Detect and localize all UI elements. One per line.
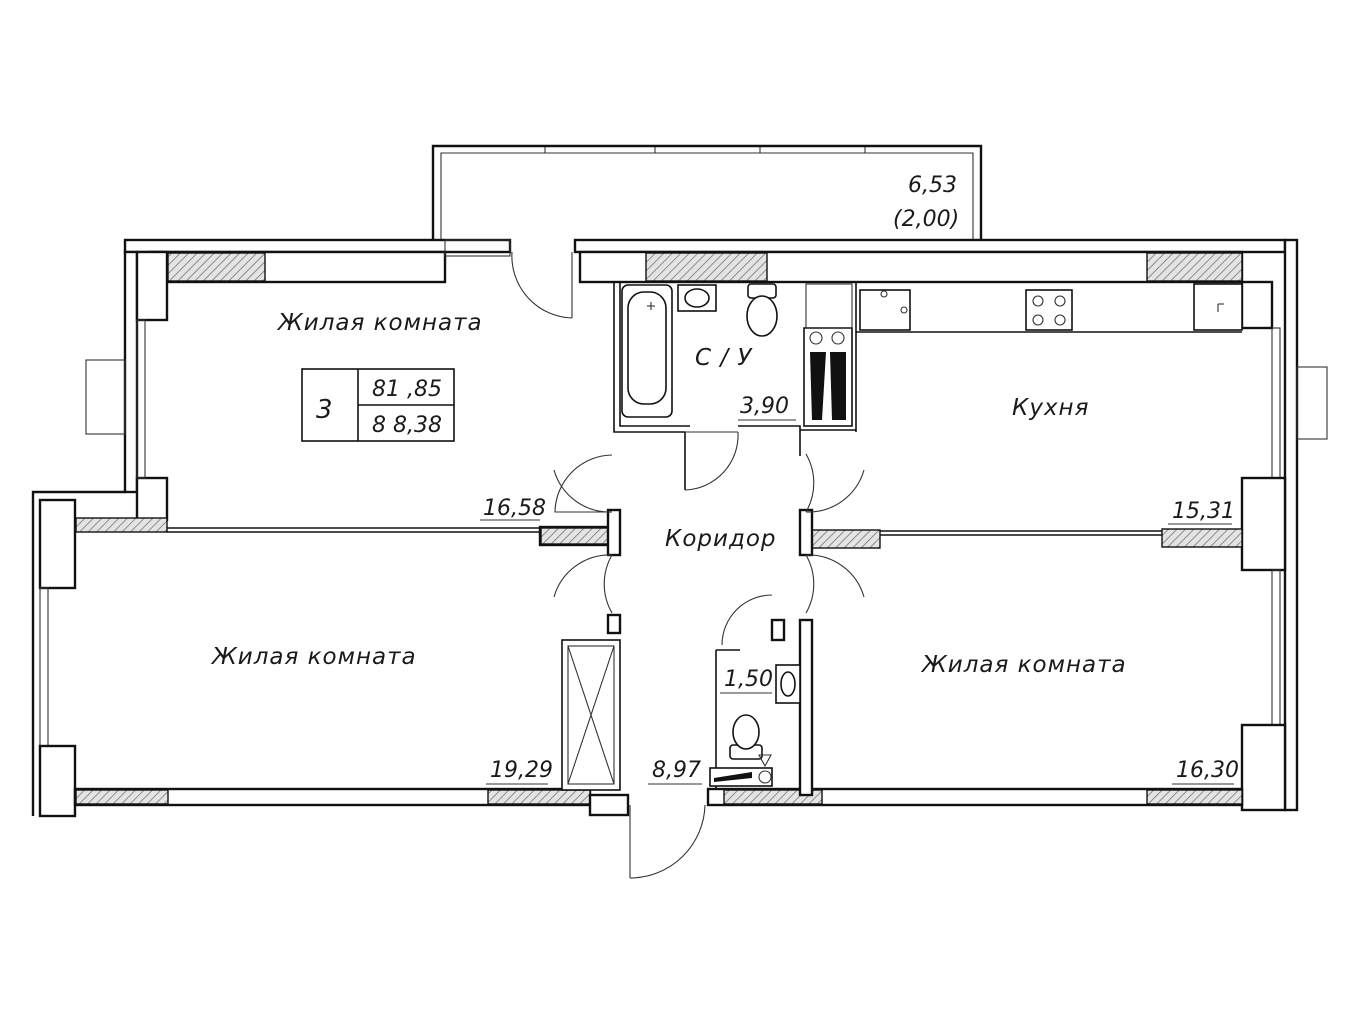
fixtures: [621, 283, 1243, 787]
balcony: [431, 144, 983, 240]
kitchen-area: 15,31: [1172, 499, 1235, 524]
balcony-area-reduced: (2,00): [893, 207, 959, 232]
water-heater-icon: [709, 754, 773, 787]
living-room-bottom-left-area: 19,29: [490, 758, 553, 783]
fridge-icon: [1193, 283, 1243, 331]
living-room-bottom-right-area: 16,30: [1176, 758, 1239, 783]
kitchen-cabinet: [805, 283, 853, 329]
cooktop-icon: [1025, 289, 1073, 331]
washbasin-icon: [677, 284, 717, 312]
room-labels: 6,53 (2,00) Жилая комната 16,58 С / У 3,…: [210, 173, 1239, 785]
small-washbasin-icon: [775, 664, 801, 704]
corridor-name: Коридор: [665, 526, 777, 552]
balcony-area: 6,53: [908, 173, 957, 198]
bathroom-area: 3,90: [740, 394, 789, 419]
living-room-bottom-right-name: Жилая комната: [920, 652, 1127, 678]
room-count: 3: [316, 395, 333, 425]
living-room-top-left-area: 16,58: [483, 496, 546, 521]
kitchen-counter: [856, 289, 1242, 333]
stove-icon: [803, 327, 853, 427]
bathtub-icon: [621, 284, 673, 418]
corridor-area: 8,97: [652, 758, 701, 783]
toilet-area: 1,50: [724, 667, 773, 692]
bathroom-name: С / У: [695, 345, 753, 371]
apartment-summary: 3 81 ,85 8 8,38: [301, 368, 455, 442]
toilet-icon: [746, 283, 778, 337]
living-room-top-left-name: Жилая комната: [276, 310, 483, 336]
interior-walls: [167, 282, 1243, 797]
living-area: 81 ,85: [372, 377, 442, 402]
small-toilet-icon: [729, 714, 763, 760]
kitchen-name: Кухня: [1012, 395, 1089, 421]
exterior-walls: [31, 238, 1328, 818]
total-area: 8 8,38: [372, 413, 442, 438]
living-room-bottom-left-name: Жилая комната: [210, 644, 417, 670]
doors: [511, 251, 865, 879]
balcony-door-frame: [444, 239, 511, 257]
